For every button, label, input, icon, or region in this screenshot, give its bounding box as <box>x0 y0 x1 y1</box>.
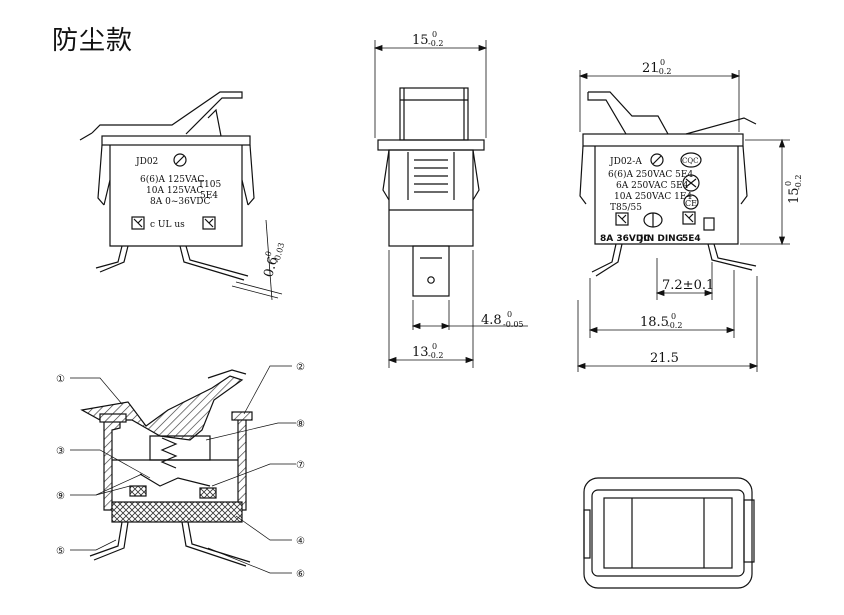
dim-front-base-sub: -0.2 <box>428 351 443 360</box>
dim-front-tab-sub: -0.05 <box>503 320 524 329</box>
right-temp: T85/55 <box>610 203 642 213</box>
callout-7: ⑦ <box>296 460 305 471</box>
left-temp: T105 <box>198 180 221 190</box>
dim-front-tab: 4.8 <box>481 313 502 328</box>
dim-right-pin: 7.2±0.1 <box>662 278 714 293</box>
dim-front-tab-sup: 0 <box>507 310 512 319</box>
callout-5: ⑤ <box>56 546 65 557</box>
left-line3: 8A 0~36VDC <box>150 197 211 207</box>
dim-left-thick: 0.6 <box>261 255 281 279</box>
right-dc: 8A 36VDC <box>600 234 650 244</box>
dim-front-base: 13 <box>412 345 429 360</box>
callout-3: ③ <box>56 446 65 457</box>
right-model: JD02-A <box>609 157 642 167</box>
callout-4: ④ <box>296 536 305 547</box>
dim-right-span: 18.5 <box>640 315 669 330</box>
right-side-view <box>579 91 757 277</box>
dim-right-height-sup: 0 <box>784 181 793 186</box>
dim-right-top: 21 <box>642 61 659 76</box>
dim-front-width-sup: 0 <box>432 30 437 39</box>
callout-2: ② <box>296 362 305 373</box>
dim-right-top-sup: 0 <box>660 58 665 67</box>
dim-right-top-sub: -0.2 <box>656 67 671 76</box>
right-line3: 10A 250VAC 1E4 <box>614 192 692 202</box>
left-cert-mark: c UL us <box>150 220 185 230</box>
right-ce: CE <box>685 199 697 208</box>
dim-left-thick-sub: -0.03 <box>272 242 286 264</box>
left-code: 5E4 <box>200 191 218 201</box>
callout-1: ① <box>56 374 65 385</box>
dim-front-width: 15 <box>412 33 429 48</box>
front-view <box>377 87 485 297</box>
dim-right-span-sub: -0.2 <box>667 321 682 330</box>
cross-section-view <box>70 365 296 574</box>
left-model: JD02 <box>135 157 158 167</box>
left-line2: 10A 125VAC <box>146 186 203 196</box>
bottom-view <box>583 477 755 589</box>
right-dimensions <box>576 70 790 372</box>
right-line2: 6A 250VAC 5E4 <box>616 181 689 191</box>
right-line1: 6(6)A 250VAC 5E4 <box>608 169 693 180</box>
front-dimensions <box>373 40 528 368</box>
right-brand: JIN DING <box>639 234 683 244</box>
callout-9: ⑨ <box>56 491 65 502</box>
dim-right-height: 15 <box>787 187 802 204</box>
dim-right-height-sub: -0.2 <box>794 175 803 190</box>
callout-6: ⑥ <box>296 569 305 580</box>
page-title: 防尘款 <box>52 26 134 56</box>
dim-left-thick-sup: 0 <box>264 250 274 257</box>
dim-right-total: 21.5 <box>650 351 679 366</box>
right-code: 5E4 <box>682 234 701 244</box>
left-side-view <box>79 91 283 301</box>
dim-front-width-sub: -0.2 <box>428 39 443 48</box>
right-cqc: CQC <box>682 157 698 165</box>
callout-8: ⑧ <box>296 419 305 430</box>
dim-right-span-sup: 0 <box>671 312 676 321</box>
left-line1: 6(6)A 125VAC <box>140 174 204 185</box>
dim-front-base-sup: 0 <box>432 342 437 351</box>
